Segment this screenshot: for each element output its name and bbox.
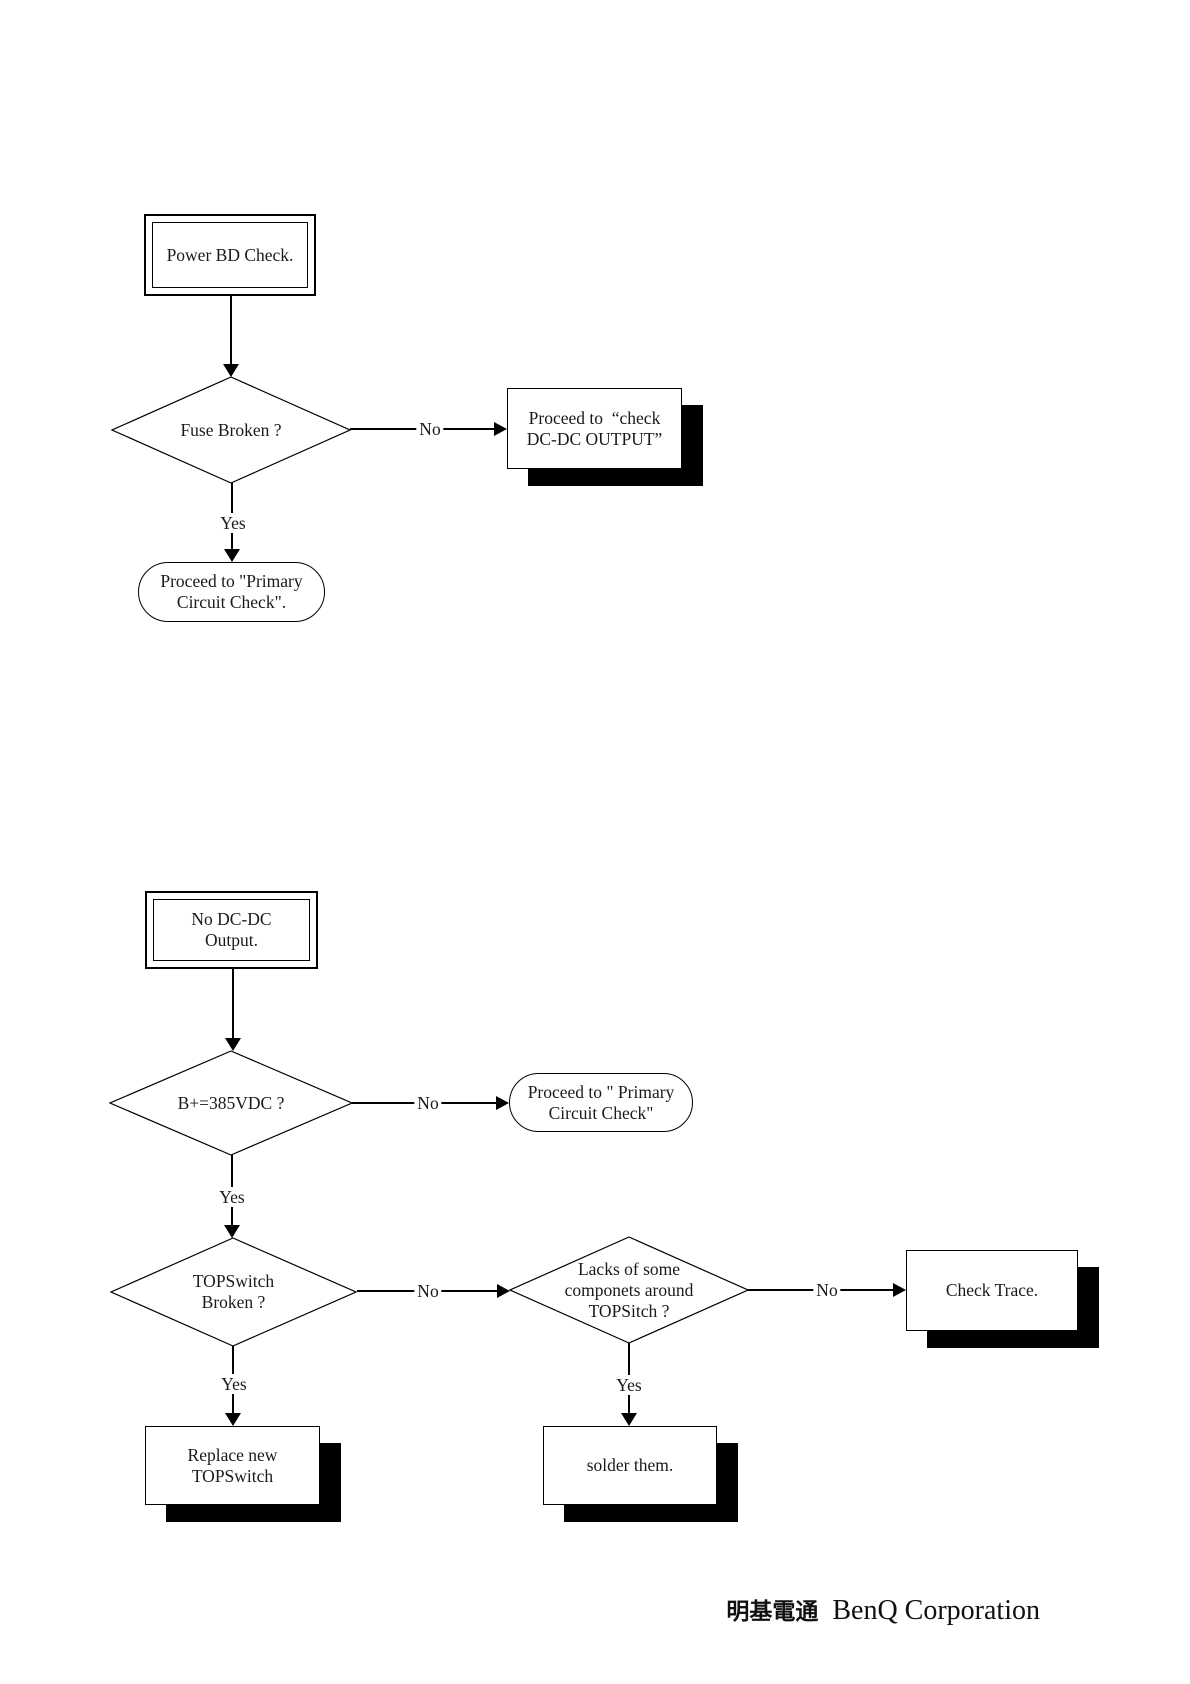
process-solder-them-label: solder them. xyxy=(586,1455,674,1475)
decision-lacks-components-line1: Lacks of some xyxy=(577,1258,681,1279)
company-logo-cjk: 明基電通 xyxy=(726,1599,819,1625)
edge-fuse-no-label: No xyxy=(416,419,444,439)
footer: 明基電通 BenQ Corporation xyxy=(726,1592,1040,1627)
terminal-primary-circuit-check-2-line2: Circuit Check" xyxy=(548,1102,654,1123)
decision-b-voltage-label: B+=385VDC ? xyxy=(177,1092,285,1113)
decision-topswitch-broken-line2: Broken ? xyxy=(201,1292,266,1312)
terminal-primary-circuit-check-2: Proceed to " Primary Circuit Check" xyxy=(509,1073,693,1132)
edge-start2-to-bvoltage-arrowhead xyxy=(225,1038,241,1051)
decision-lacks-components: Lacks of some componets around TOPSitch … xyxy=(509,1236,749,1344)
start-power-bd-check-label: Power BD Check. xyxy=(166,244,294,265)
edge-lacks-no-arrowhead xyxy=(893,1283,906,1297)
process-check-dcdc-output: Proceed to “check DC-DC OUTPUT” xyxy=(507,388,682,469)
edge-topswitch-no-arrowhead xyxy=(497,1284,510,1298)
edge-fuse-yes-label: Yes xyxy=(217,513,249,533)
edge-topswitch-yes-label: Yes xyxy=(218,1374,250,1394)
edge-start-to-fuse-arrowhead xyxy=(223,364,239,377)
decision-b-voltage: B+=385VDC ? xyxy=(109,1050,353,1156)
decision-topswitch-broken: TOPSwitch Broken ? xyxy=(110,1237,357,1347)
process-replace-topswitch: Replace new TOPSwitch xyxy=(145,1426,320,1505)
decision-fuse-broken: Fuse Broken ? xyxy=(111,376,351,484)
edge-fuse-no-arrowhead xyxy=(494,422,507,436)
edge-start2-to-bvoltage-line xyxy=(232,969,234,1040)
edge-fuse-yes-arrowhead xyxy=(224,549,240,562)
process-replace-topswitch-line1: Replace new xyxy=(187,1444,278,1465)
decision-lacks-components-line3: TOPSitch ? xyxy=(588,1300,670,1321)
start-power-bd-check: Power BD Check. xyxy=(144,214,316,296)
decision-fuse-broken-label: Fuse Broken ? xyxy=(180,419,282,440)
edge-topswitch-yes-arrowhead xyxy=(225,1413,241,1426)
edge-bvoltage-no-arrowhead xyxy=(496,1096,509,1110)
company-name: BenQ Corporation xyxy=(832,1595,1040,1626)
terminal-primary-circuit-check-1-line1: Proceed to "Primary xyxy=(160,571,303,591)
edge-bvoltage-no-label: No xyxy=(414,1093,442,1113)
process-check-dcdc-output-line1: Proceed to “check xyxy=(528,407,661,428)
start-no-dcdc-output-line1: No DC-DC xyxy=(191,909,272,929)
process-replace-topswitch-line2: TOPSwitch xyxy=(191,1465,274,1486)
process-check-trace: Check Trace. xyxy=(906,1250,1078,1331)
process-check-dcdc-output-line2: DC-DC OUTPUT” xyxy=(526,428,663,449)
edge-topswitch-no-label: No xyxy=(414,1281,442,1301)
start-power-bd-check-inner: Power BD Check. xyxy=(152,222,308,288)
terminal-primary-circuit-check-1: Proceed to "Primary Circuit Check". xyxy=(138,562,325,622)
process-check-trace-label: Check Trace. xyxy=(945,1280,1039,1300)
edge-bvoltage-yes-arrowhead xyxy=(224,1225,240,1238)
edge-lacks-yes-arrowhead xyxy=(621,1413,637,1426)
process-solder-them: solder them. xyxy=(543,1426,717,1505)
decision-topswitch-broken-line1: TOPSwitch xyxy=(192,1271,275,1291)
terminal-primary-circuit-check-2-line1: Proceed to " Primary xyxy=(527,1081,675,1102)
decision-lacks-components-line2: componets around xyxy=(564,1279,694,1300)
terminal-primary-circuit-check-1-line2: Circuit Check". xyxy=(176,592,287,612)
start-no-dcdc-output-line2: Output. xyxy=(205,930,258,950)
edge-bvoltage-yes-label: Yes xyxy=(216,1187,248,1207)
edge-start-to-fuse-line xyxy=(230,296,232,366)
edge-lacks-no-label: No xyxy=(813,1280,841,1300)
start-no-dcdc-output: No DC-DC Output. xyxy=(145,891,318,969)
start-no-dcdc-output-inner: No DC-DC Output. xyxy=(153,899,310,961)
edge-lacks-yes-label: Yes xyxy=(613,1375,645,1395)
